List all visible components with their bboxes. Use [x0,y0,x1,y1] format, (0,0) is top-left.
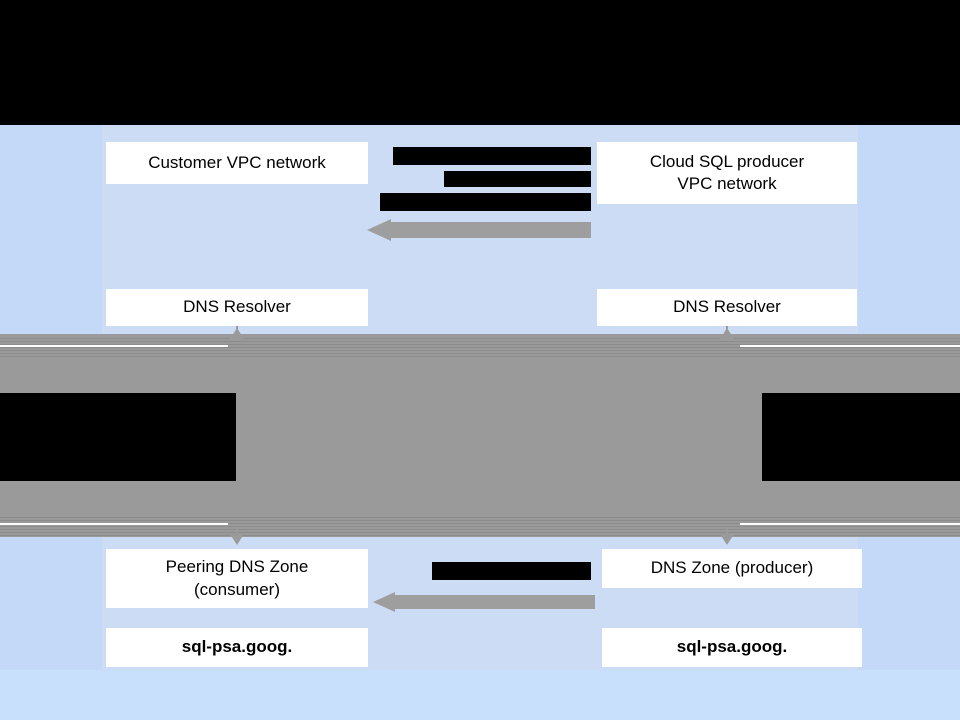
peering-dns-zone-box[interactable]: Peering DNS Zone (consumer) [106,549,368,608]
consumer-dns-record-box[interactable]: sql-psa.goog. [106,628,368,667]
redaction-bar-top-1 [393,147,591,165]
redaction-block-gray-left-2 [0,437,236,481]
consumer-zone-down-arrow-icon [230,534,244,545]
producer-dns-zone-box[interactable]: DNS Zone (producer) [602,549,862,588]
producer-zone-down-arrow-icon [720,534,734,545]
gray-band-top-hatching [0,336,960,358]
cloud-sql-producer-label-line1: Cloud SQL producer [649,151,805,171]
cloud-sql-producer-vpc-network-box[interactable]: Cloud SQL producer VPC network [597,142,857,204]
arrow-shaft-top [391,222,591,238]
producer-dns-resolver-label: DNS Resolver [673,297,781,317]
arrow-shaft-bottom [395,595,595,609]
consumer-dns-record-label: sql-psa.goog. [181,637,293,657]
gray-band-bottom-hatching [0,515,960,537]
gray-hairline-top-left [0,345,228,347]
producer-resolver-up-arrow-icon [720,328,734,339]
peering-dns-zone-label-line1: Peering DNS Zone [165,557,309,577]
producer-dns-record-box[interactable]: sql-psa.goog. [602,628,862,667]
cloud-sql-producer-label-line2: VPC network [677,174,777,193]
producer-dns-zone-label: DNS Zone (producer) [650,558,814,578]
consumer-dns-resolver-box[interactable]: DNS Resolver [106,289,368,326]
redacted-title-band [0,0,960,125]
redaction-block-gray-left-1 [0,393,236,437]
gray-hairline-bottom-right [740,523,960,525]
redaction-block-gray-right-2 [762,437,960,481]
customer-vpc-network-label: Customer VPC network [148,152,326,172]
redaction-bar-top-2 [444,171,591,187]
redaction-bar-bottom-1 [432,562,591,580]
producer-dns-record-label: sql-psa.goog. [676,637,788,657]
consumer-resolver-up-arrow-icon [230,328,244,339]
arrow-head-left-icon-bottom [373,592,395,612]
bottom-blue-strip [0,670,960,720]
producer-to-consumer-arrow-bottom [373,592,595,612]
redaction-block-gray-right-1 [762,393,960,437]
redaction-bar-top-3 [380,193,591,211]
consumer-dns-resolver-label: DNS Resolver [183,297,291,317]
gray-hairline-top-right [740,345,960,347]
customer-vpc-network-box[interactable]: Customer VPC network [106,142,368,184]
peering-dns-zone-label-line2: (consumer) [194,579,280,599]
gray-hairline-bottom-left [0,523,228,525]
producer-to-consumer-arrow-top [367,219,591,241]
producer-dns-resolver-box[interactable]: DNS Resolver [597,289,857,326]
arrow-head-left-icon-top [367,219,391,241]
